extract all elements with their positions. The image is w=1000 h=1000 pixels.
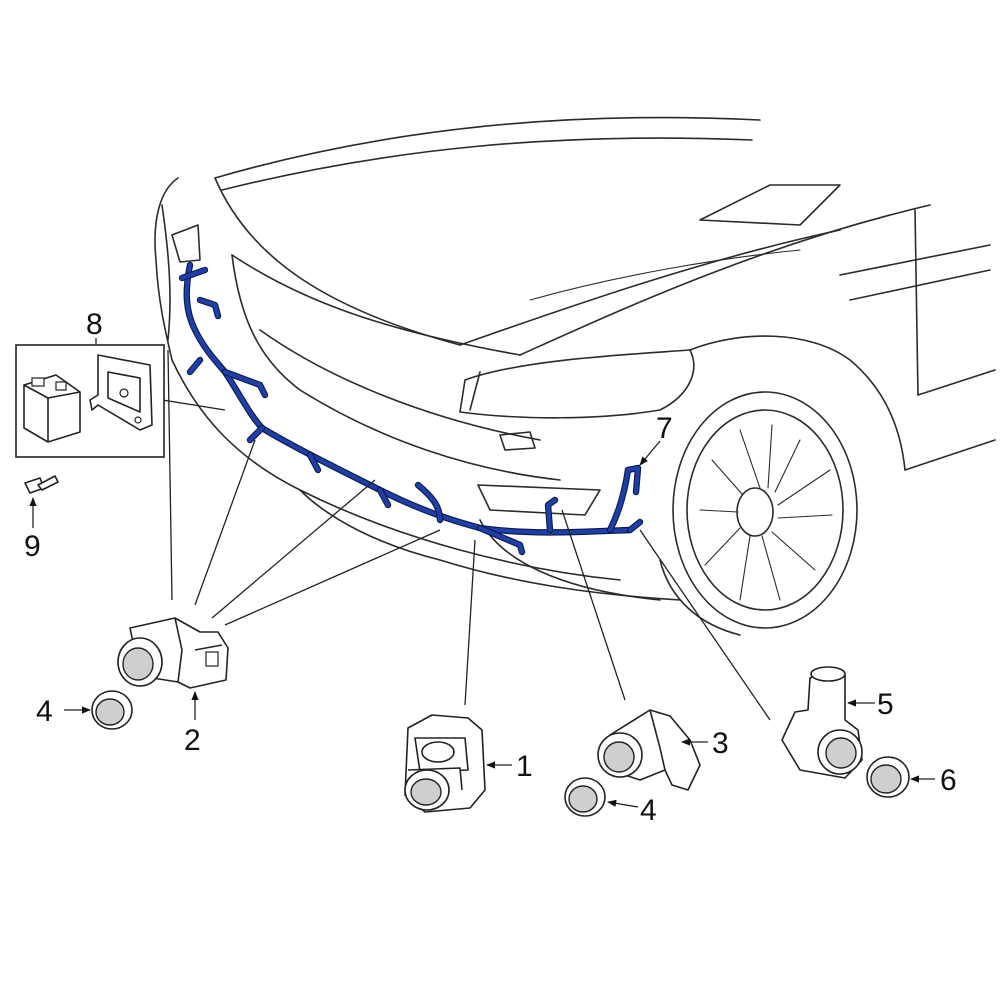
bolt	[24, 475, 59, 494]
sensor-ring-6	[866, 756, 910, 798]
parking-sensor-1	[404, 714, 486, 813]
callout-2: 2	[184, 724, 201, 757]
callout-labels: 1 2 3 4 4 5 6 7 8 9	[24, 308, 957, 827]
callout-4-left: 4	[36, 695, 53, 728]
parking-sensor-2	[117, 617, 229, 689]
control-module	[23, 374, 81, 443]
vehicle-front-outline	[154, 116, 996, 601]
callout-6: 6	[940, 764, 957, 797]
callout-9: 9	[24, 530, 41, 563]
parking-sensor-3	[597, 709, 701, 791]
callout-8: 8	[86, 308, 103, 341]
module-bracket	[89, 354, 153, 431]
callout-3: 3	[712, 727, 729, 760]
harness-main-trunk	[184, 262, 633, 535]
callout-arrows	[29, 440, 935, 808]
wiring-harness	[178, 261, 644, 556]
front-wheel	[659, 391, 858, 636]
sensor-ring-4-left	[91, 690, 133, 730]
callout-1: 1	[516, 750, 533, 783]
item-8-module-box	[15, 338, 165, 458]
callout-5: 5	[877, 688, 894, 721]
callout-7: 7	[656, 412, 673, 445]
parking-sensor-5	[781, 666, 863, 779]
callout-4-center: 4	[640, 794, 657, 827]
sensor-ring-4-center	[564, 777, 606, 817]
